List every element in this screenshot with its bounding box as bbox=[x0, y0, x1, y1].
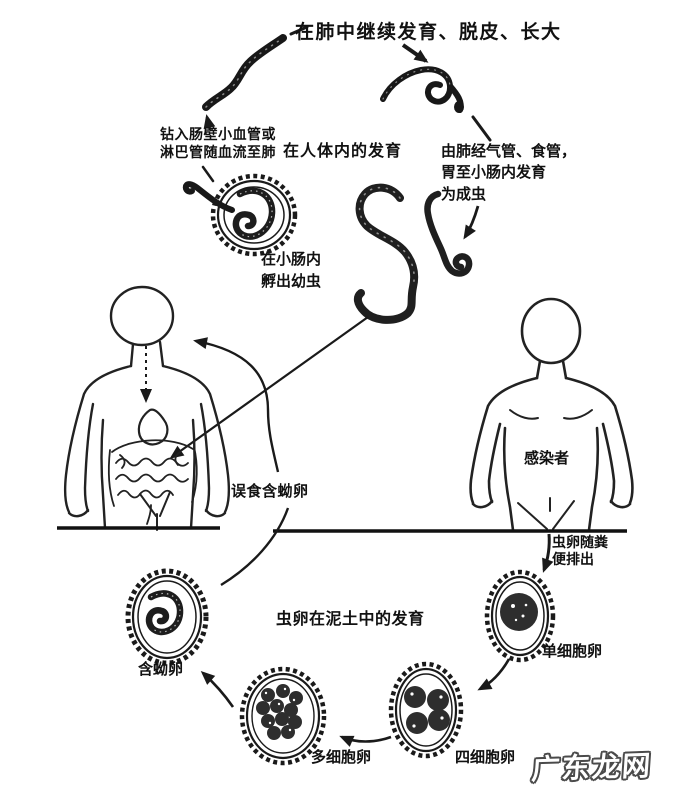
lung-larva bbox=[380, 66, 464, 113]
leader-lung-to-text bbox=[471, 115, 492, 142]
leader-worm-to-title bbox=[289, 25, 309, 36]
to-adult-label: 由肺经气管、食管， 胃至小肠内发育 为成虫 bbox=[441, 142, 577, 203]
arrow-single-to-four bbox=[477, 658, 511, 691]
excrete-label: 虫卵随粪 便排出 bbox=[552, 535, 608, 569]
human-front-figure bbox=[64, 285, 230, 531]
infected-person-label: 感染者 bbox=[524, 449, 570, 467]
four-cell-egg-label: 四细胞卵 bbox=[455, 748, 516, 766]
migrating-larva bbox=[202, 34, 287, 111]
arrow-to-adult-worm bbox=[463, 205, 480, 240]
hatching-egg-with-larva bbox=[182, 173, 298, 257]
hatch-label: 在小肠内 孵出幼虫 bbox=[261, 250, 322, 290]
digestive-tract bbox=[107, 408, 198, 525]
body-development-label: 在人体内的发育 bbox=[283, 141, 403, 160]
leader-text-to-egg bbox=[201, 165, 215, 183]
soil-development-label: 虫卵在泥土中的发育 bbox=[276, 609, 425, 628]
larvated-egg-label: 含蚴卵 bbox=[138, 660, 184, 678]
site-watermark: 广东龙网 bbox=[530, 748, 654, 787]
multi-cell-egg-label: 多细胞卵 bbox=[311, 748, 372, 766]
four-cell-egg bbox=[388, 661, 464, 759]
lung-growth-label: 在肺中继续发育、脱皮、长大 bbox=[295, 21, 562, 43]
cycle-arc bbox=[193, 337, 290, 587]
single-cell-egg bbox=[484, 569, 556, 663]
ground-line bbox=[57, 526, 627, 533]
adult-worms bbox=[353, 183, 473, 324]
arrow-to-lung-larva bbox=[401, 43, 429, 63]
excrete-arrow bbox=[542, 533, 554, 573]
ingest-label: 误食含蚴卵 bbox=[231, 482, 309, 500]
single-cell-egg-label: 单细胞卵 bbox=[542, 642, 603, 660]
arrow-multi-to-larvated bbox=[200, 670, 235, 708]
arrow-larva-up bbox=[203, 114, 216, 131]
penetrate-label: 钻入肠壁小血管或 淋巴管随血流至肺 bbox=[160, 127, 276, 162]
multi-cell-egg bbox=[239, 666, 327, 766]
arrow-four-to-multi bbox=[339, 735, 392, 747]
human-back-figure bbox=[469, 297, 634, 532]
larvated-egg bbox=[125, 568, 209, 666]
